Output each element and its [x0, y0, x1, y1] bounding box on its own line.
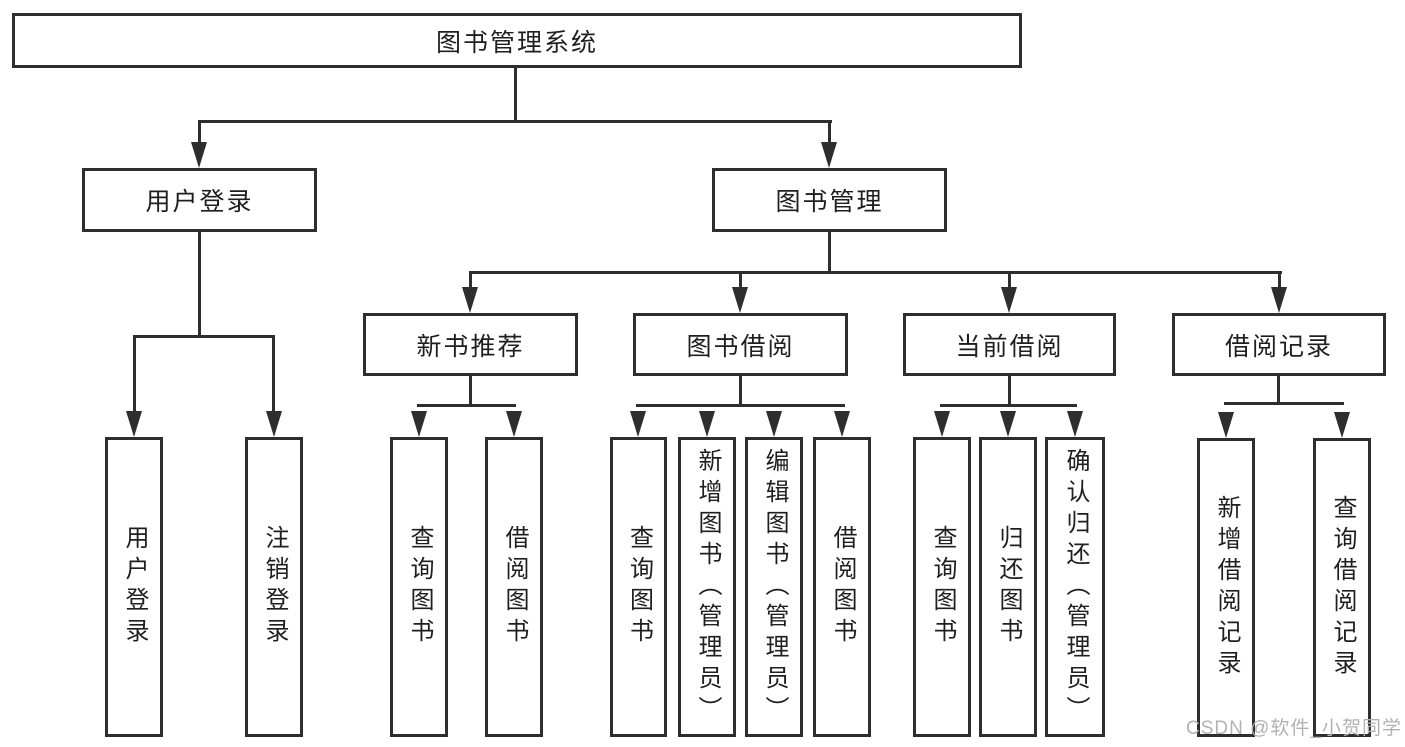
leaf-query-books-current: 查询图书	[913, 437, 971, 737]
leaf-return-book-label: 归还图书	[995, 525, 1022, 649]
line-segment	[739, 376, 742, 407]
arrowhead-icon	[462, 287, 478, 313]
arrowhead-icon	[266, 411, 282, 437]
line-segment	[828, 120, 831, 144]
leaf-query-books-borrow-label: 查询图书	[625, 525, 653, 649]
line-segment	[514, 68, 517, 123]
line-segment	[1008, 376, 1011, 407]
arrowhead-icon	[411, 411, 427, 437]
arrowhead-icon	[1218, 412, 1234, 438]
leaf-edit-book-admin: 编辑图书（管理员）	[745, 437, 803, 737]
arrowhead-icon	[821, 142, 837, 168]
leaf-logout: 注销登录	[245, 437, 303, 737]
line-segment	[198, 120, 832, 123]
leaf-add-borrow-record-label: 新增借阅记录	[1213, 494, 1240, 681]
node-book-management-label: 图书管理	[775, 188, 884, 216]
arrowhead-icon	[506, 411, 522, 437]
arrowhead-icon	[630, 411, 646, 437]
node-root: 图书管理系统	[12, 13, 1022, 68]
leaf-query-books-recommend-label: 查询图书	[406, 525, 433, 649]
arrowhead-icon	[126, 411, 142, 437]
arrowhead-icon	[732, 287, 748, 313]
node-root-label: 图书管理系统	[435, 28, 598, 57]
leaf-add-borrow-record: 新增借阅记录	[1197, 438, 1255, 737]
node-book-borrow: 图书借阅	[633, 313, 848, 376]
line-segment	[272, 335, 275, 413]
leaf-query-borrow-record-label: 查询借阅记录	[1329, 494, 1356, 681]
arrowhead-icon	[1334, 412, 1350, 438]
line-segment	[1277, 376, 1280, 405]
leaf-query-books-recommend: 查询图书	[390, 437, 448, 737]
leaf-confirm-return-admin: 确认归还（管理员）	[1045, 437, 1105, 737]
line-segment	[469, 271, 1282, 274]
leaf-logout-label: 注销登录	[261, 525, 288, 649]
leaf-user-login-label: 用户登录	[121, 525, 148, 649]
node-book-management: 图书管理	[712, 168, 947, 232]
arrowhead-icon	[1000, 411, 1016, 437]
node-new-book-recommend-label: 新书推荐	[416, 332, 525, 361]
line-segment	[469, 271, 472, 289]
node-book-borrow-label: 图书借阅	[686, 332, 795, 361]
line-segment	[940, 404, 1077, 407]
line-segment	[198, 232, 201, 338]
arrowhead-icon	[766, 411, 782, 437]
node-borrow-records-label: 借阅记录	[1224, 332, 1333, 361]
node-borrow-records: 借阅记录	[1172, 313, 1386, 376]
node-current-borrow: 当前借阅	[903, 313, 1116, 376]
node-current-borrow-label: 当前借阅	[955, 332, 1064, 361]
line-segment	[198, 120, 201, 144]
watermark: CSDN @软件_小贺同学	[1186, 718, 1402, 739]
leaf-borrow-books-recommend: 借阅图书	[485, 437, 543, 737]
line-segment	[1278, 271, 1281, 289]
leaf-add-book-admin-label: 新增图书（管理员）	[694, 447, 721, 727]
line-segment	[133, 335, 136, 413]
arrowhead-icon	[699, 411, 715, 437]
line-segment	[417, 404, 516, 407]
leaf-borrow-books-label: 借阅图书	[829, 525, 856, 649]
leaf-return-book: 归还图书	[979, 437, 1037, 737]
leaf-add-book-admin: 新增图书（管理员）	[678, 437, 736, 737]
leaf-borrow-books-recommend-label: 借阅图书	[501, 525, 528, 649]
line-segment	[469, 376, 472, 407]
arrowhead-icon	[934, 411, 950, 437]
arrowhead-icon	[191, 142, 207, 168]
line-segment	[828, 232, 831, 274]
line-segment	[739, 271, 742, 289]
node-user-login: 用户登录	[82, 168, 317, 232]
node-user-login-label: 用户登录	[145, 188, 254, 216]
arrowhead-icon	[1271, 287, 1287, 313]
line-segment	[1008, 271, 1011, 289]
node-new-book-recommend: 新书推荐	[363, 313, 578, 376]
leaf-borrow-books: 借阅图书	[813, 437, 871, 737]
leaf-query-borrow-record: 查询借阅记录	[1313, 438, 1371, 737]
line-segment	[1224, 402, 1344, 405]
leaf-query-books-current-label: 查询图书	[929, 525, 956, 649]
leaf-edit-book-admin-label: 编辑图书（管理员）	[761, 447, 788, 727]
line-segment	[636, 404, 845, 407]
leaf-confirm-return-admin-label: 确认归还（管理员）	[1062, 447, 1089, 727]
arrowhead-icon	[834, 411, 850, 437]
arrowhead-icon	[1067, 411, 1083, 437]
arrowhead-icon	[1001, 287, 1017, 313]
leaf-user-login: 用户登录	[105, 437, 163, 737]
line-segment	[133, 335, 275, 338]
leaf-query-books-borrow: 查询图书	[610, 437, 667, 737]
